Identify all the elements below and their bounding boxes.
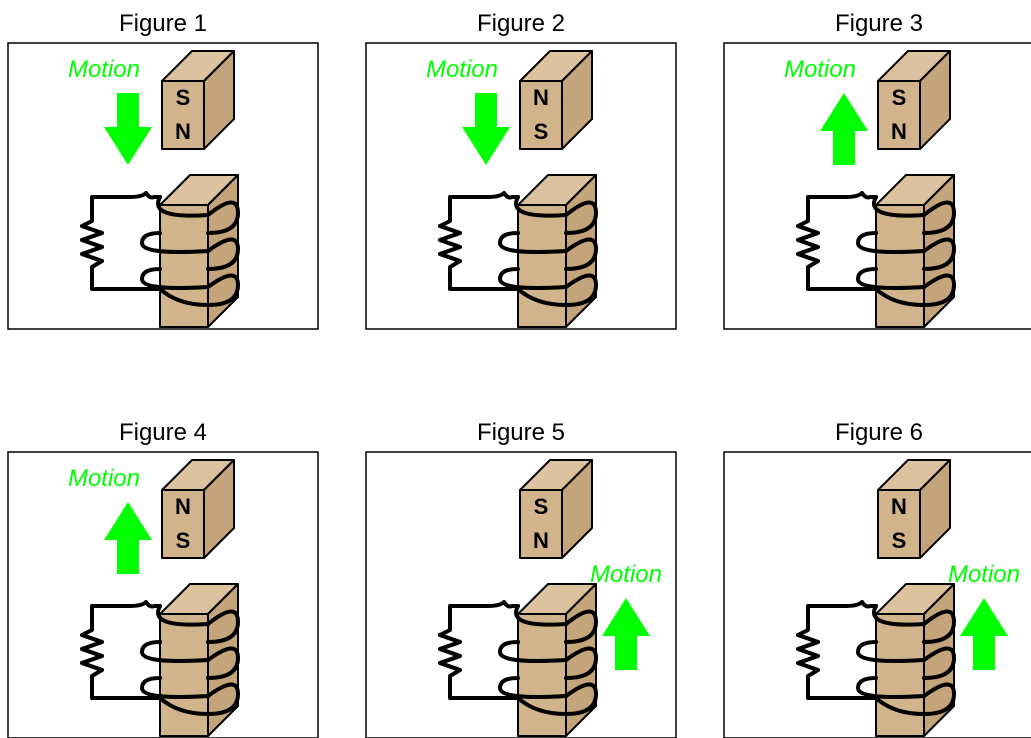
bar-magnet: NS [877, 459, 951, 559]
resistor-circuit [796, 191, 878, 291]
figure-title: Figure 1 [119, 10, 207, 37]
resistor-circuit [438, 600, 520, 700]
pole-top-label: S [892, 85, 907, 110]
figure-panel: Figure 4 NS Motion [7, 419, 319, 738]
motion-arrow-down [462, 93, 510, 165]
pole-bottom-label: S [892, 528, 907, 553]
motion-arrow-down [104, 93, 152, 165]
resistor-circuit [438, 191, 520, 291]
bar-magnet: SN [519, 459, 593, 559]
figure-title: Figure 4 [119, 419, 207, 446]
bar-magnet: SN [877, 50, 951, 150]
figure-title: Figure 6 [835, 419, 923, 446]
motion-arrow-up [960, 598, 1008, 670]
coil-winding [140, 195, 240, 307]
motion-label: Motion [68, 465, 140, 492]
motion-label: Motion [590, 561, 662, 588]
figure-panel: Figure 1 SN Motion [7, 10, 319, 330]
resistor-circuit [80, 191, 162, 291]
pole-top-label: N [533, 85, 549, 110]
figure-title: Figure 5 [477, 419, 565, 446]
motion-label: Motion [784, 56, 856, 83]
pole-top-label: N [891, 494, 907, 519]
motion-arrow-up [104, 502, 152, 574]
coil-winding [498, 195, 598, 307]
resistor-symbol [80, 633, 104, 672]
motion-arrow-up [820, 93, 868, 165]
pole-bottom-label: N [891, 119, 907, 144]
motion-label: Motion [948, 561, 1020, 588]
figure-title: Figure 2 [477, 10, 565, 37]
resistor-symbol [438, 224, 462, 263]
resistor-symbol [796, 633, 820, 672]
motion-label: Motion [68, 56, 140, 83]
coil-core [875, 583, 955, 737]
bar-magnet: NS [519, 50, 593, 150]
motion-label: Motion [426, 56, 498, 83]
bar-magnet: NS [161, 459, 235, 559]
figure-panel: Figure 2 NS Motion [365, 10, 677, 330]
coil-winding [856, 604, 956, 716]
motion-arrow-up [602, 598, 650, 670]
resistor-symbol [438, 633, 462, 672]
pole-bottom-label: N [175, 119, 191, 144]
resistor-circuit [796, 600, 878, 700]
pole-bottom-label: N [533, 528, 549, 553]
coil-core [875, 174, 955, 328]
pole-top-label: S [534, 494, 549, 519]
coil-core [517, 583, 597, 737]
figure-panel: Figure 3 SN Motion [723, 10, 1031, 330]
resistor-circuit [80, 600, 162, 700]
pole-top-label: S [176, 85, 191, 110]
coil-winding [856, 195, 956, 307]
pole-bottom-label: S [534, 119, 549, 144]
figure-title: Figure 3 [835, 10, 923, 37]
pole-top-label: N [175, 494, 191, 519]
coil-winding [498, 604, 598, 716]
coil-core [517, 174, 597, 328]
resistor-symbol [796, 224, 820, 263]
pole-bottom-label: S [176, 528, 191, 553]
bar-magnet: SN [161, 50, 235, 150]
coil-winding [140, 604, 240, 716]
resistor-symbol [80, 224, 104, 263]
